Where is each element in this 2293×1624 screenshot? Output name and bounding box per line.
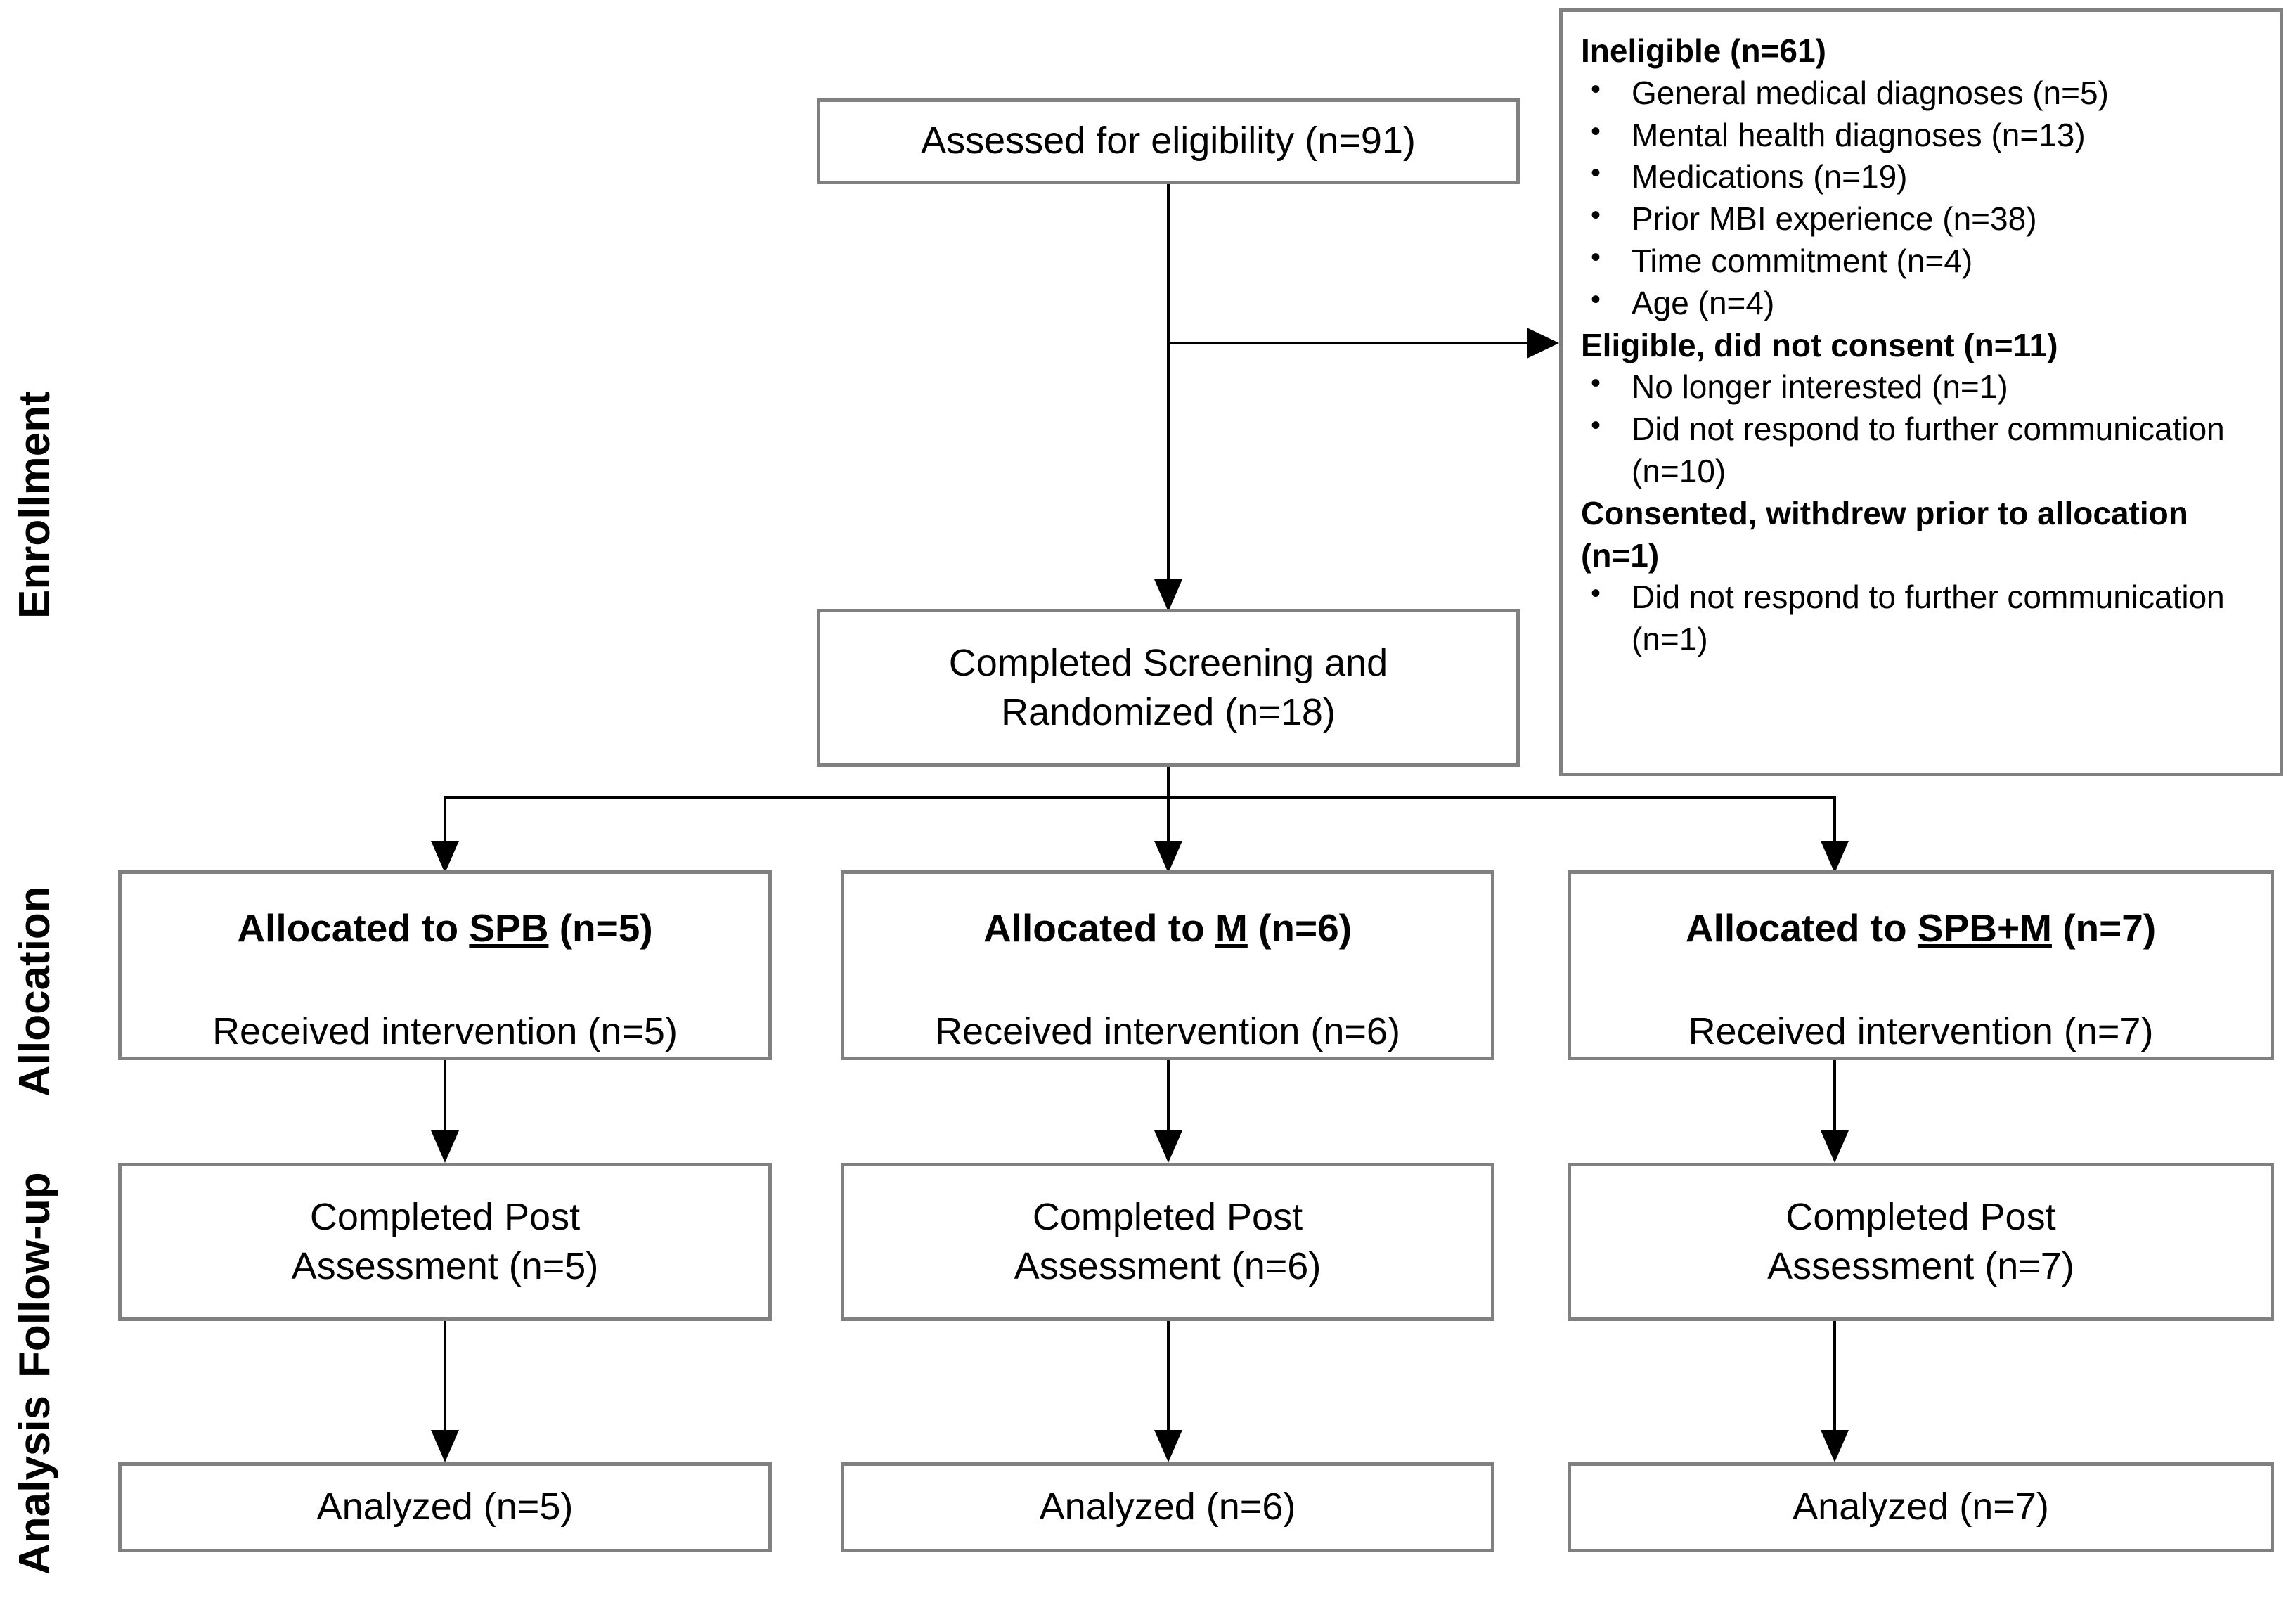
alloc-suffix: (n=7) (2051, 906, 2157, 950)
assessed-label: Assessed for eligibility (n=91) (921, 120, 1416, 162)
box-analysis-spb: Analyzed (n=5) (118, 1462, 772, 1552)
list-item: General medical diagnoses (n=5) (1581, 71, 2263, 115)
arrowhead-alloc-m (1154, 841, 1182, 873)
stage-label-followup: Follow-up (11, 1172, 59, 1378)
arrowhead-to-randomized (1154, 579, 1182, 612)
connector-m-followup-to-analysis (1167, 1321, 1170, 1435)
analysis-label: Analyzed (n=6) (1039, 1486, 1296, 1528)
box-exclusion-reasons: Ineligible (n=61) General medical diagno… (1559, 8, 2283, 776)
connector-spbm-alloc-to-followup (1833, 1060, 1836, 1136)
box-followup-m: Completed Post Assessment (n=6) (841, 1163, 1494, 1321)
exclusion-group-heading: Consented, withdrew prior to allocation … (1581, 494, 2188, 574)
list-item: Prior MBI experience (n=38) (1581, 197, 2263, 240)
alloc-arm-code: SPB (469, 906, 549, 950)
connector-drop-right (1833, 796, 1836, 868)
box-allocated-m: Allocated to M (n=6) Received interventi… (841, 870, 1494, 1060)
stage-label-allocation: Allocation (11, 886, 59, 1097)
stage-label-analysis: Analysis (11, 1395, 59, 1575)
followup-line-2: Assessment (n=6) (1014, 1244, 1322, 1287)
list-item: Mental health diagnoses (n=13) (1581, 113, 2263, 157)
connector-drop-left (444, 796, 446, 868)
alloc-received-spb: Received intervention (n=5) (212, 1010, 678, 1053)
alloc-received-spbm: Received intervention (n=7) (1688, 1010, 2154, 1053)
alloc-prefix: Allocated to (1685, 906, 1918, 950)
connector-assessed-to-randomized (1167, 184, 1170, 606)
connector-spb-alloc-to-followup (444, 1060, 446, 1136)
list-item: Time commitment (n=4) (1581, 239, 2263, 283)
alloc-title-m: Allocated to M (n=6) (983, 903, 1352, 953)
box-allocated-spbm: Allocated to SPB+M (n=7) Received interv… (1568, 870, 2274, 1060)
exclusion-group-list: Did not respond to further communication… (1581, 575, 2263, 661)
alloc-title-spb: Allocated to SPB (n=5) (237, 903, 652, 953)
list-item: Age (n=4) (1581, 281, 2263, 325)
arrowhead-analysis-m (1154, 1430, 1182, 1462)
analysis-label: Analyzed (n=5) (316, 1486, 574, 1528)
box-assessed-for-eligibility: Assessed for eligibility (n=91) (817, 98, 1520, 184)
arrowhead-followup-m (1154, 1130, 1182, 1163)
box-followup-spbm: Completed Post Assessment (n=7) (1568, 1163, 2274, 1321)
alloc-arm-code: M (1215, 906, 1248, 950)
box-completed-screening-randomized: Completed Screening and Randomized (n=18… (817, 609, 1520, 767)
exclusion-group-heading: Ineligible (n=61) (1581, 32, 1826, 69)
alloc-prefix: Allocated to (237, 906, 470, 950)
connector-allocation-bus (444, 796, 1836, 799)
randomized-line-1: Completed Screening and (948, 642, 1388, 685)
connector-to-exclusions (1167, 342, 1532, 344)
arrowhead-analysis-spb (431, 1430, 459, 1462)
followup-line-2: Assessment (n=5) (291, 1244, 599, 1287)
stage-label-enrollment: Enrollment (11, 391, 59, 619)
followup-line-1: Completed Post (309, 1196, 581, 1239)
connector-randomized-stem (1167, 767, 1170, 868)
list-item: No longer interested (n=1) (1581, 365, 2263, 408)
arrowhead-alloc-spb (431, 841, 459, 873)
arrowhead-alloc-spbm (1821, 841, 1849, 873)
list-item: Medications (n=19) (1581, 155, 2263, 198)
randomized-line-2: Randomized (n=18) (1001, 690, 1336, 733)
arrowhead-followup-spb (431, 1130, 459, 1163)
alloc-arm-code: SPB+M (1917, 906, 2052, 950)
list-item: Did not respond to further communication… (1581, 575, 2263, 661)
alloc-suffix: (n=6) (1247, 906, 1352, 950)
arrowhead-to-exclusions (1527, 328, 1559, 359)
exclusion-group-heading: Eligible, did not consent (n=11) (1581, 326, 2058, 363)
alloc-prefix: Allocated to (983, 906, 1215, 950)
followup-line-1: Completed Post (1032, 1196, 1303, 1239)
exclusion-group-list: No longer interested (n=1) Did not respo… (1581, 365, 2263, 493)
alloc-suffix: (n=5) (548, 906, 653, 950)
box-followup-spb: Completed Post Assessment (n=5) (118, 1163, 772, 1321)
box-analysis-spbm: Analyzed (n=7) (1568, 1462, 2274, 1552)
box-allocated-spb: Allocated to SPB (n=5) Received interven… (118, 870, 772, 1060)
analysis-label: Analyzed (n=7) (1793, 1486, 2049, 1528)
alloc-received-m: Received intervention (n=6) (935, 1010, 1400, 1053)
followup-line-2: Assessment (n=7) (1767, 1244, 2074, 1287)
connector-spb-followup-to-analysis (444, 1321, 446, 1435)
followup-line-1: Completed Post (1785, 1196, 2056, 1239)
connector-m-alloc-to-followup (1167, 1060, 1170, 1136)
arrowhead-analysis-spbm (1821, 1430, 1849, 1462)
connector-spbm-followup-to-analysis (1833, 1321, 1836, 1435)
list-item: Did not respond to further communication… (1581, 407, 2263, 493)
alloc-title-spbm: Allocated to SPB+M (n=7) (1686, 903, 2156, 953)
exclusion-group-list: General medical diagnoses (n=5) Mental h… (1581, 71, 2263, 325)
arrowhead-followup-spbm (1821, 1130, 1849, 1163)
box-analysis-m: Analyzed (n=6) (841, 1462, 1494, 1552)
